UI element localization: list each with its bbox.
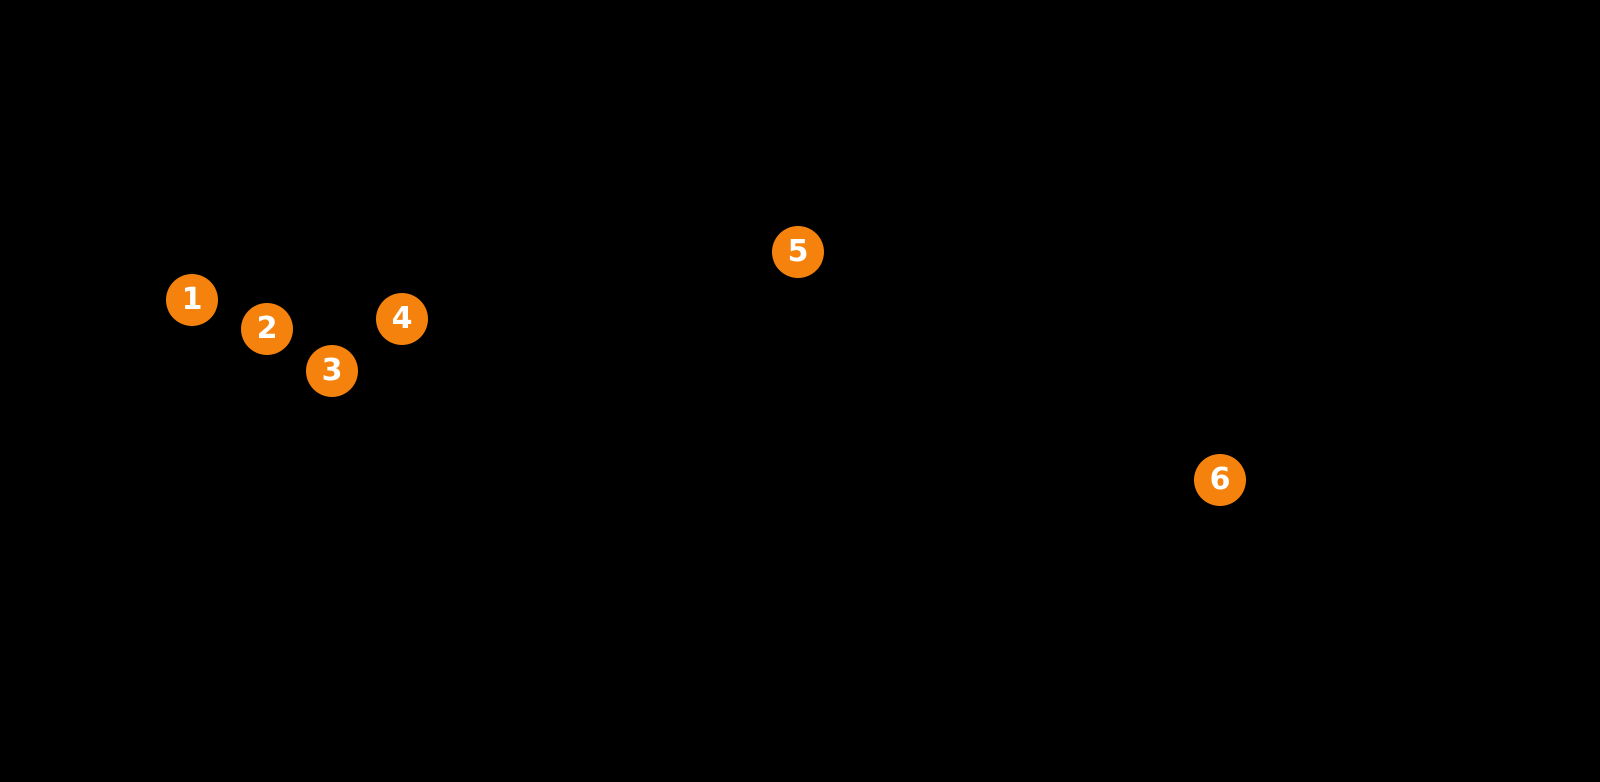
som-mark-2-label: 2 [256, 311, 278, 346]
som-mark-6-label: 6 [1209, 462, 1231, 497]
som-mark-6[interactable]: 6 [1194, 454, 1246, 506]
som-mark-4[interactable]: 4 [376, 293, 428, 345]
som-mark-1-label: 1 [181, 282, 203, 317]
som-mark-3[interactable]: 3 [306, 345, 358, 397]
som-mark-1[interactable]: 1 [166, 274, 218, 326]
som-mark-3-label: 3 [321, 353, 343, 388]
som-mark-5-label: 5 [787, 234, 809, 269]
som-mark-5[interactable]: 5 [772, 226, 824, 278]
som-mark-2[interactable]: 2 [241, 303, 293, 355]
som-mark-4-label: 4 [391, 301, 413, 336]
